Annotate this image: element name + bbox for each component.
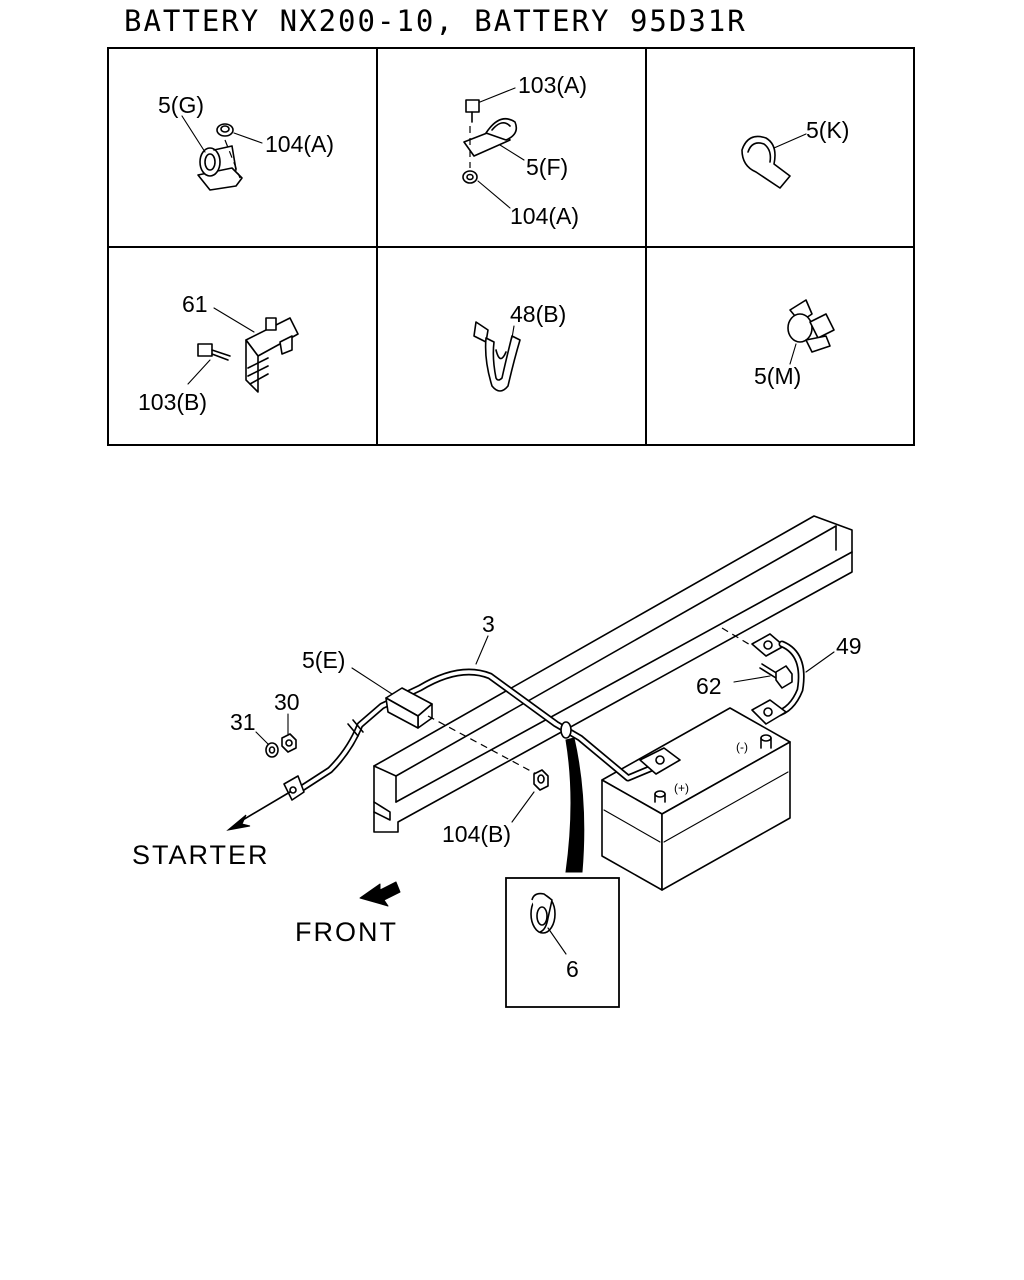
label-30: 30 — [274, 689, 300, 715]
label-104a-cell1: 104(A) — [265, 131, 334, 157]
label-31: 31 — [230, 709, 256, 735]
label-5e: 5(E) — [302, 647, 345, 673]
label-5k: 5(K) — [806, 117, 849, 143]
clip-5f-drawing — [462, 87, 525, 209]
bracket-61-drawing — [187, 307, 299, 393]
bolt-62 — [759, 663, 793, 689]
parts-table — [107, 47, 915, 446]
leader-104b — [511, 791, 535, 823]
band-48b-drawing — [473, 321, 521, 392]
clip-5m-drawing — [787, 299, 835, 365]
label-103a: 103(A) — [518, 72, 587, 98]
detail-box — [505, 877, 620, 1008]
leader-5e — [351, 667, 393, 695]
nut-30 — [281, 733, 297, 753]
detail-callout — [565, 737, 585, 873]
front-arrow-icon — [359, 881, 401, 907]
label-5f: 5(F) — [526, 154, 568, 180]
leader-62 — [733, 675, 771, 683]
starter-arrow — [226, 791, 291, 831]
label-positive-terminal: (+) — [674, 781, 689, 795]
clip-5k-drawing — [741, 133, 807, 189]
label-48b: 48(B) — [510, 301, 566, 327]
label-cable-3: 3 — [482, 611, 495, 637]
leader-31 — [255, 731, 269, 745]
label-103b: 103(B) — [138, 389, 207, 415]
label-negative-terminal: (-) — [736, 740, 748, 754]
negative-cable-49 — [721, 627, 805, 725]
leader-3 — [475, 635, 489, 665]
diagram-title: BATTERY NX200-10, BATTERY 95D31R — [124, 4, 747, 38]
battery — [601, 707, 791, 891]
label-detail-6: 6 — [566, 956, 579, 982]
clip-5e — [385, 687, 541, 777]
label-5g: 5(G) — [158, 92, 204, 118]
label-61: 61 — [182, 291, 208, 317]
label-104a-cell2: 104(A) — [510, 203, 579, 229]
label-starter: STARTER — [132, 840, 270, 870]
washer-31 — [265, 742, 279, 758]
positive-cable-3 — [283, 668, 681, 801]
label-62: 62 — [696, 673, 722, 699]
frame-rail — [373, 515, 853, 833]
clip-5g-drawing — [181, 115, 263, 191]
label-5m: 5(M) — [754, 363, 801, 389]
label-front: FRONT — [295, 917, 398, 947]
label-49: 49 — [836, 633, 862, 659]
nut-104b — [533, 769, 549, 791]
label-104b: 104(B) — [442, 821, 511, 847]
leader-49 — [805, 651, 835, 673]
